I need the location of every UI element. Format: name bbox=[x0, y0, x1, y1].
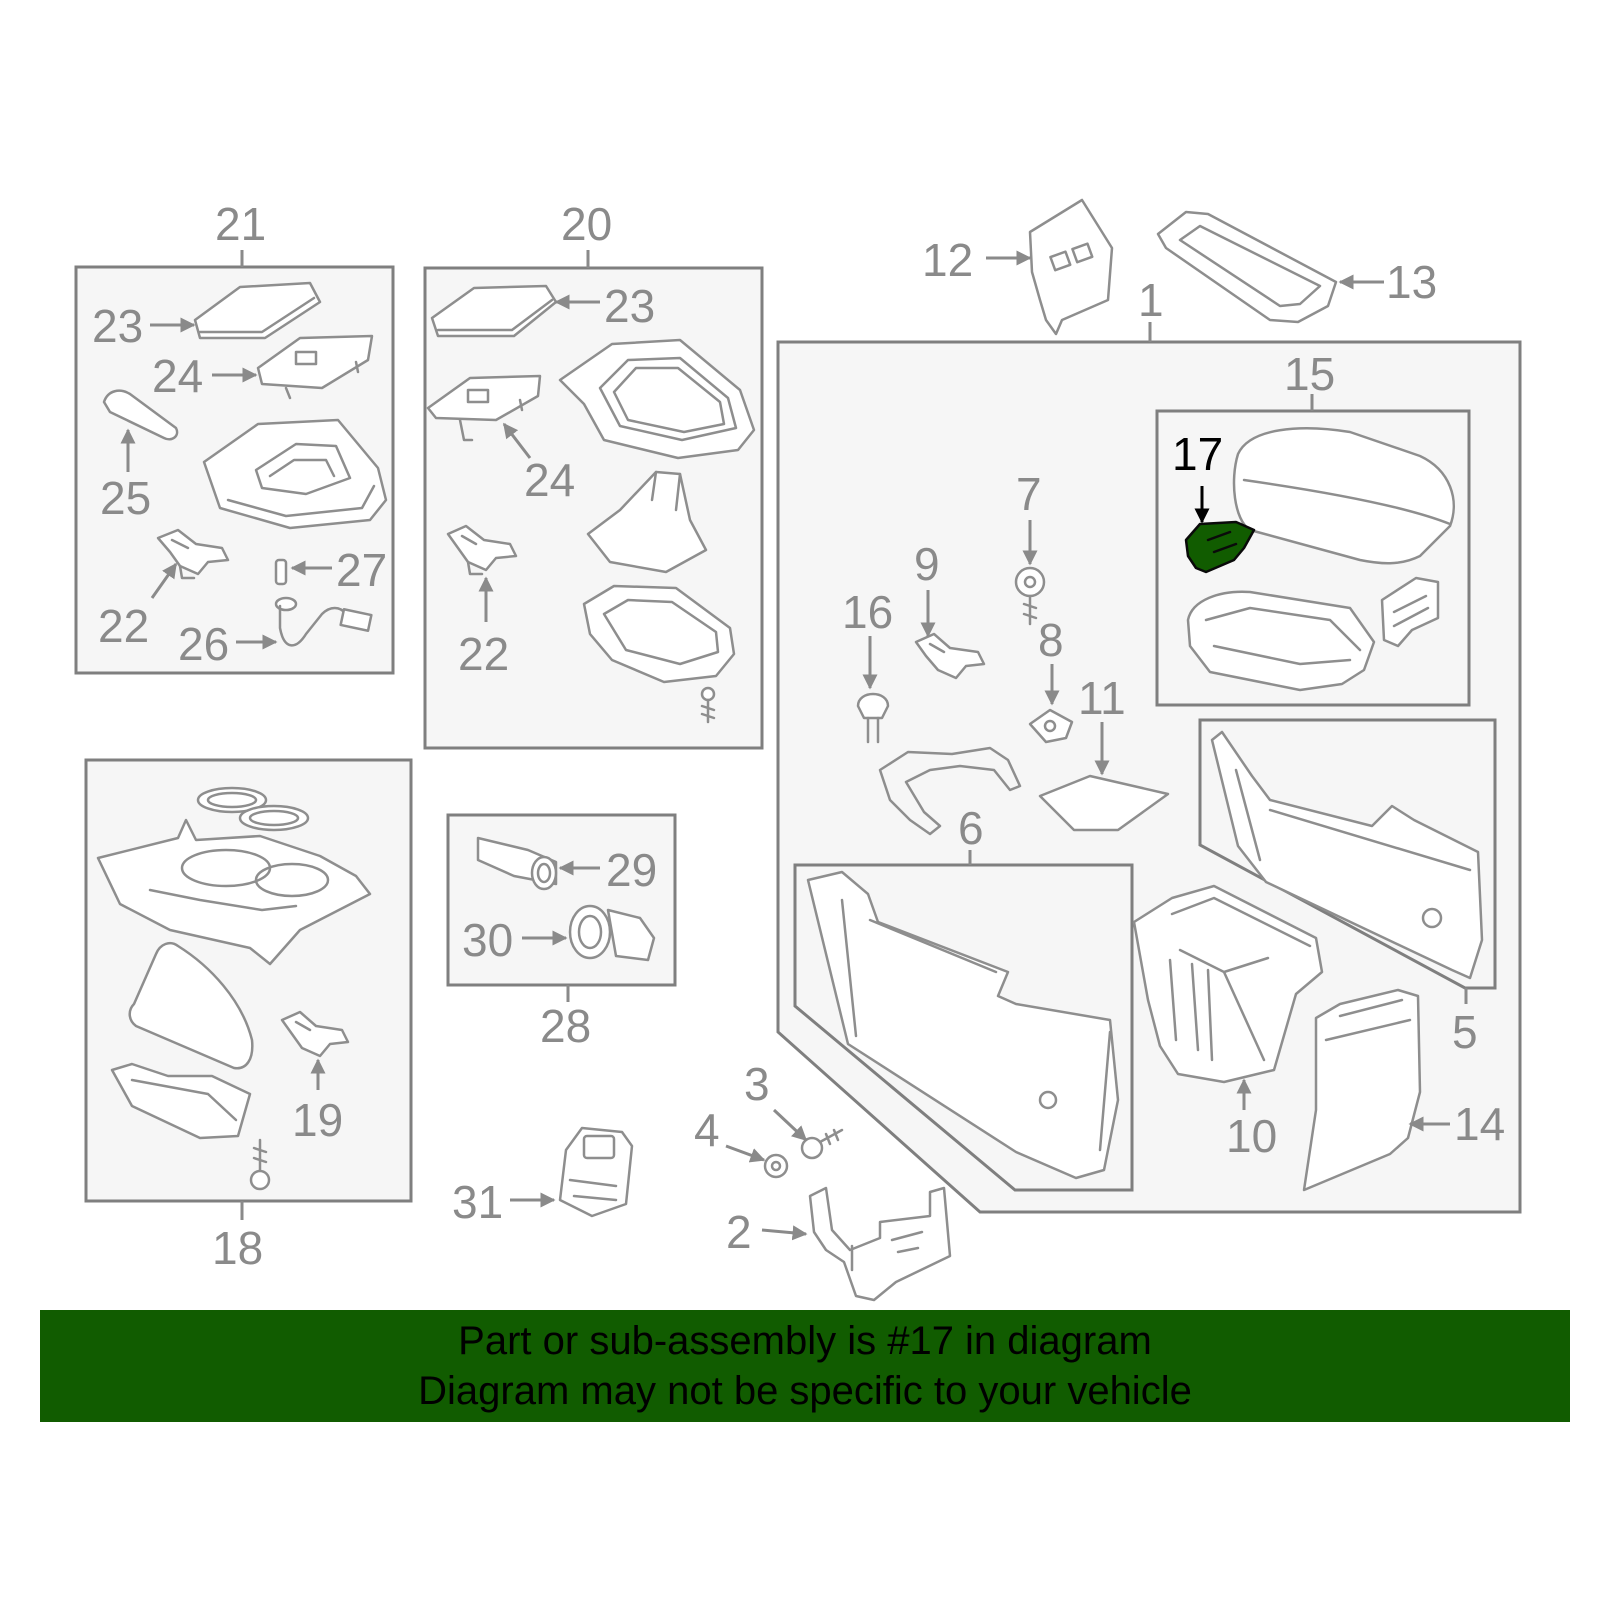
part-18-side-trim bbox=[128, 942, 254, 1070]
callout-20[interactable]: 20 bbox=[561, 198, 612, 250]
info-banner: Part or sub-assembly is #17 in diagram D… bbox=[40, 1310, 1570, 1422]
callout-24-left[interactable]: 24 bbox=[152, 350, 203, 402]
callout-24-right[interactable]: 24 bbox=[524, 454, 575, 506]
part-9-clip bbox=[914, 632, 986, 680]
part-29-power-socket bbox=[476, 836, 558, 891]
callout-22-left[interactable]: 22 bbox=[98, 600, 149, 652]
callout-17[interactable]: 17 bbox=[1172, 428, 1223, 480]
part-7-screw bbox=[1014, 566, 1046, 626]
part-18-screw bbox=[249, 1138, 271, 1191]
part-14-rear-panel bbox=[1302, 988, 1422, 1192]
callout-2[interactable]: 2 bbox=[726, 1206, 752, 1258]
callout-10[interactable]: 10 bbox=[1226, 1110, 1277, 1162]
callout-16[interactable]: 16 bbox=[842, 586, 893, 638]
part-20-shift-boot bbox=[586, 470, 708, 574]
callout-8[interactable]: 8 bbox=[1038, 614, 1064, 666]
callout-23-right[interactable]: 23 bbox=[604, 280, 655, 332]
callout-6[interactable]: 6 bbox=[958, 802, 984, 854]
part-27-pin bbox=[274, 558, 288, 586]
part-2-bracket bbox=[808, 1186, 952, 1302]
callout-15[interactable]: 15 bbox=[1284, 348, 1335, 400]
part-5-side-panel-right bbox=[1210, 730, 1484, 980]
group-box-18 bbox=[84, 758, 413, 1203]
part-4-washer bbox=[763, 1153, 789, 1179]
leader-lines bbox=[120, 250, 1468, 1241]
part-18-lower-tray bbox=[110, 1062, 252, 1140]
callout-23-left[interactable]: 23 bbox=[92, 300, 143, 352]
part-10-console-box bbox=[1132, 884, 1324, 1084]
part-6-side-panel-left bbox=[806, 870, 1120, 1180]
part-3-screw bbox=[800, 1128, 844, 1160]
callout-31[interactable]: 31 bbox=[452, 1176, 503, 1228]
part-24-switch-panel-left bbox=[256, 334, 374, 400]
part-20-shifter-bezel bbox=[558, 338, 756, 460]
part-24-switch-panel-right bbox=[426, 374, 542, 442]
callout-13[interactable]: 13 bbox=[1386, 256, 1437, 308]
callout-18[interactable]: 18 bbox=[212, 1222, 263, 1274]
part-21-shifter-bezel bbox=[202, 418, 388, 530]
callout-9[interactable]: 9 bbox=[914, 538, 940, 590]
part-30-socket-ring bbox=[568, 904, 656, 962]
callout-22-right[interactable]: 22 bbox=[458, 628, 509, 680]
callout-5[interactable]: 5 bbox=[1452, 1006, 1478, 1058]
callout-12[interactable]: 12 bbox=[922, 234, 973, 286]
callout-1[interactable]: 1 bbox=[1138, 274, 1164, 326]
callout-4[interactable]: 4 bbox=[694, 1104, 720, 1156]
banner-line-disclaimer: Diagram may not be specific to your vehi… bbox=[418, 1369, 1192, 1413]
part-13-tray bbox=[1156, 210, 1338, 324]
callout-27[interactable]: 27 bbox=[336, 544, 387, 596]
callout-29[interactable]: 29 bbox=[606, 844, 657, 896]
callout-14[interactable]: 14 bbox=[1454, 1098, 1505, 1150]
part-15-hinge-bracket bbox=[1380, 576, 1440, 648]
part-15-armrest-base bbox=[1186, 590, 1376, 692]
part-16-pin bbox=[856, 692, 890, 744]
part-18-cupholder-bezel bbox=[96, 818, 372, 966]
callout-7[interactable]: 7 bbox=[1016, 468, 1042, 520]
callout-19[interactable]: 19 bbox=[292, 1094, 343, 1146]
part-8-nut bbox=[1028, 708, 1074, 744]
part-22-clip-right bbox=[446, 524, 518, 576]
part-20-screw bbox=[700, 686, 716, 724]
callout-21[interactable]: 21 bbox=[215, 198, 266, 250]
part-1-bracket-wire bbox=[878, 746, 1022, 836]
part-12-bracket bbox=[1028, 198, 1114, 336]
part-26-cable bbox=[274, 596, 373, 647]
callout-11[interactable]: 11 bbox=[1078, 672, 1126, 724]
callout-25[interactable]: 25 bbox=[100, 472, 151, 524]
banner-line-part-number: Part or sub-assembly is #17 in diagram bbox=[458, 1319, 1152, 1363]
callout-30[interactable]: 30 bbox=[462, 914, 513, 966]
part-23-lid-left bbox=[193, 281, 322, 340]
part-20-boot-frame bbox=[582, 584, 736, 684]
part-15-armrest-lid bbox=[1232, 427, 1455, 565]
part-17-latch bbox=[1184, 520, 1256, 574]
callout-3[interactable]: 3 bbox=[744, 1058, 770, 1110]
part-25-trim-strip bbox=[102, 389, 179, 441]
callout-28[interactable]: 28 bbox=[540, 1000, 591, 1052]
callout-labels: 21 20 23 24 25 27 22 26 23 24 22 19 18 2… bbox=[92, 198, 1505, 1274]
part-19-clip bbox=[280, 1010, 350, 1058]
part-31-switch bbox=[558, 1126, 634, 1218]
part-22-clip-left bbox=[156, 528, 230, 580]
callout-26[interactable]: 26 bbox=[178, 618, 229, 670]
part-18-cup-rings bbox=[196, 786, 310, 832]
part-11-pad bbox=[1038, 774, 1170, 832]
